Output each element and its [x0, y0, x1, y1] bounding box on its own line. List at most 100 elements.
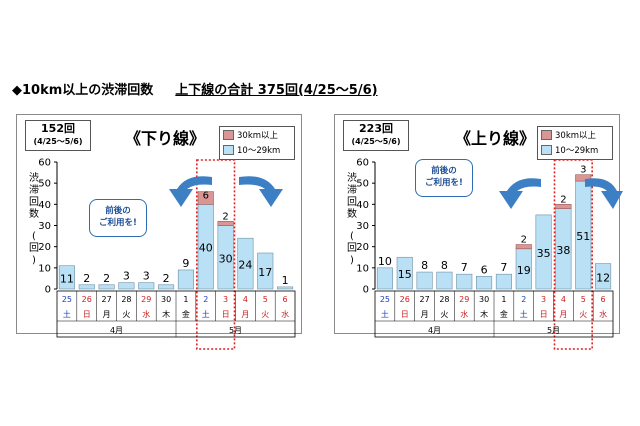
data-label-short: 51	[576, 230, 590, 243]
data-label-short: 3	[143, 270, 150, 283]
data-label-short: 38	[556, 244, 570, 257]
total-box: 223回 (4/25〜5/6)	[343, 120, 409, 151]
x-tick-label-date: 2	[521, 295, 526, 304]
x-tick-label-date: 28	[439, 295, 449, 304]
legend-swatch-over30	[223, 129, 234, 140]
chart-panel-up: 223回 (4/25〜5/6) 《上り線》 30km以上 10〜29km 渋滞回…	[334, 114, 623, 350]
x-tick-label-date: 30	[479, 295, 489, 304]
highlight-box	[553, 159, 593, 350]
highlight-box	[196, 159, 236, 350]
arrow-right-icon	[239, 176, 283, 207]
x-tick-label-date: 1	[183, 295, 188, 304]
x-month-label: 4月	[428, 326, 441, 335]
data-label-short: 15	[398, 268, 412, 281]
x-tick-label-weekday: 土	[520, 309, 528, 319]
x-tick-label-weekday: 水	[599, 309, 607, 319]
y-axis-label-char: )	[32, 255, 36, 266]
legend-label-over30: 30km以上	[555, 130, 597, 141]
x-tick-label-weekday: 日	[540, 310, 548, 319]
x-tick-label-date: 29	[459, 295, 469, 304]
advice-callout: 前後の ご利用を!	[415, 159, 473, 197]
bar-short	[237, 237, 254, 290]
bar-short	[158, 284, 175, 290]
data-label-over30: 2	[222, 211, 228, 222]
bar-short	[98, 284, 115, 290]
panel-title: 《下り線》	[125, 129, 206, 148]
y-axis-label-char: 回	[347, 243, 357, 254]
bar-short	[257, 252, 274, 290]
bar-over30	[197, 191, 214, 205]
y-axis-label-char: (	[32, 231, 36, 242]
advice-callout: 前後の ご利用を!	[89, 199, 147, 237]
bar-over30	[575, 174, 592, 182]
x-month-label: 5月	[229, 326, 242, 335]
data-label-short: 2	[163, 272, 170, 285]
x-tick-label-weekday: 日	[83, 310, 91, 319]
legend: 30km以上 10〜29km	[219, 126, 295, 160]
data-label-short: 40	[199, 242, 213, 255]
y-tick-label: 40	[38, 200, 51, 211]
legend-label-short: 10〜29km	[237, 145, 281, 156]
x-tick-label-date: 5	[263, 295, 268, 304]
x-tick-label-weekday: 木	[162, 309, 170, 319]
y-axis-label-char: 回	[29, 197, 39, 208]
x-month-label: 4月	[110, 326, 123, 335]
data-label-over30: 2	[560, 194, 566, 205]
callout-line: 前後の	[105, 206, 131, 216]
y-axis-label-char: 渋	[29, 173, 39, 184]
x-tick-label-weekday: 金	[182, 309, 190, 319]
x-tick-label-date: 28	[121, 295, 131, 304]
y-axis-label-char: 回	[347, 197, 357, 208]
y-tick-label: 20	[38, 242, 51, 253]
callout-line: ご利用を!	[99, 218, 137, 228]
y-tick-label: 0	[363, 285, 369, 296]
data-label-short: 17	[258, 266, 272, 279]
callout-line: ご利用を!	[425, 178, 463, 188]
y-tick-label: 30	[356, 221, 369, 232]
x-tick-label-date: 2	[203, 295, 208, 304]
data-label-over30: 2	[521, 235, 527, 246]
x-tick-label-weekday: 日	[401, 310, 409, 319]
x-tick-label-weekday: 月	[559, 310, 567, 319]
y-tick-label: 50	[356, 179, 369, 190]
bar-short	[138, 282, 155, 290]
total-count: 223回	[359, 122, 393, 135]
x-tick-label-weekday: 金	[500, 309, 508, 319]
bar-short	[535, 214, 552, 290]
page-headline: ◆10km以上の渋滞回数上下線の合計 375回(4/25〜5/6)	[12, 79, 378, 98]
chart-panel-down: 152回 (4/25〜5/6) 《下り線》 30km以上 10〜29km 渋滞回…	[16, 114, 302, 350]
arrow-right-icon	[585, 178, 623, 209]
y-axis-label-char: 回	[29, 243, 39, 254]
x-tick-label-date: 4	[561, 295, 566, 304]
data-label-short: 6	[481, 263, 488, 276]
legend-label-over30: 30km以上	[237, 130, 279, 141]
bar-short	[436, 271, 453, 290]
total-count: 152回	[41, 122, 75, 135]
x-tick-label-weekday: 火	[440, 310, 448, 319]
data-label-over30: 3	[580, 165, 586, 176]
x-tick-label-date: 3	[541, 295, 546, 304]
data-label-short: 11	[60, 272, 74, 285]
x-tick-label-weekday: 月	[103, 310, 111, 319]
bar-short	[416, 271, 433, 290]
x-tick-label-weekday: 水	[142, 309, 150, 319]
data-label-short: 7	[461, 261, 468, 274]
total-box: 152回 (4/25〜5/6)	[25, 120, 91, 151]
legend-label-short: 10〜29km	[555, 145, 599, 156]
bar-over30	[555, 204, 572, 209]
x-tick-label-date: 30	[161, 295, 171, 304]
y-axis-label-char: 渋	[347, 173, 357, 184]
bar-short	[495, 273, 512, 290]
data-label-short: 19	[517, 264, 531, 277]
bar-short	[595, 263, 612, 290]
x-tick-label-weekday: 土	[381, 309, 389, 319]
data-label-short: 8	[421, 259, 428, 272]
x-tick-label-weekday: 日	[222, 310, 230, 319]
x-tick-label-date: 25	[380, 295, 390, 304]
y-axis-label: 渋滞回数(回)	[28, 173, 40, 267]
legend-swatch-short	[541, 144, 552, 155]
bar-short	[277, 286, 294, 290]
bar-over30	[217, 220, 234, 226]
y-axis-label-char: 数	[347, 209, 357, 220]
y-tick-label: 10	[356, 263, 369, 274]
